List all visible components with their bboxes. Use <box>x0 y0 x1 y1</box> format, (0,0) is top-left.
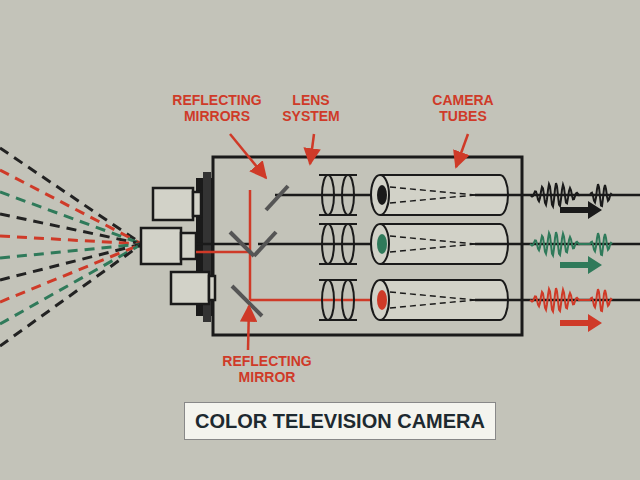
callout-label: CAMERA TUBES <box>428 92 498 124</box>
signal-line <box>475 195 640 300</box>
tube-target <box>377 185 387 310</box>
light-rays <box>0 148 142 346</box>
callout-label: REFLECTING MIRRORS <box>167 92 267 124</box>
reflecting-mirror <box>230 186 288 316</box>
camera-tube <box>371 175 508 320</box>
caption-box: COLOR TELEVISION CAMERA <box>184 402 496 440</box>
signal-wave <box>530 288 612 311</box>
electron-beam <box>390 187 475 308</box>
callout-label: REFLECTING MIRROR <box>217 353 317 385</box>
signal-wave <box>530 183 612 206</box>
camera-housing <box>213 157 522 335</box>
signal-wave <box>530 232 612 255</box>
callout-label: LENS SYSTEM <box>281 92 341 124</box>
lens-system <box>319 175 357 320</box>
lens-turret <box>141 188 215 304</box>
leader-line <box>230 134 468 350</box>
signal-arrow <box>560 201 602 332</box>
video-signal <box>530 183 612 311</box>
